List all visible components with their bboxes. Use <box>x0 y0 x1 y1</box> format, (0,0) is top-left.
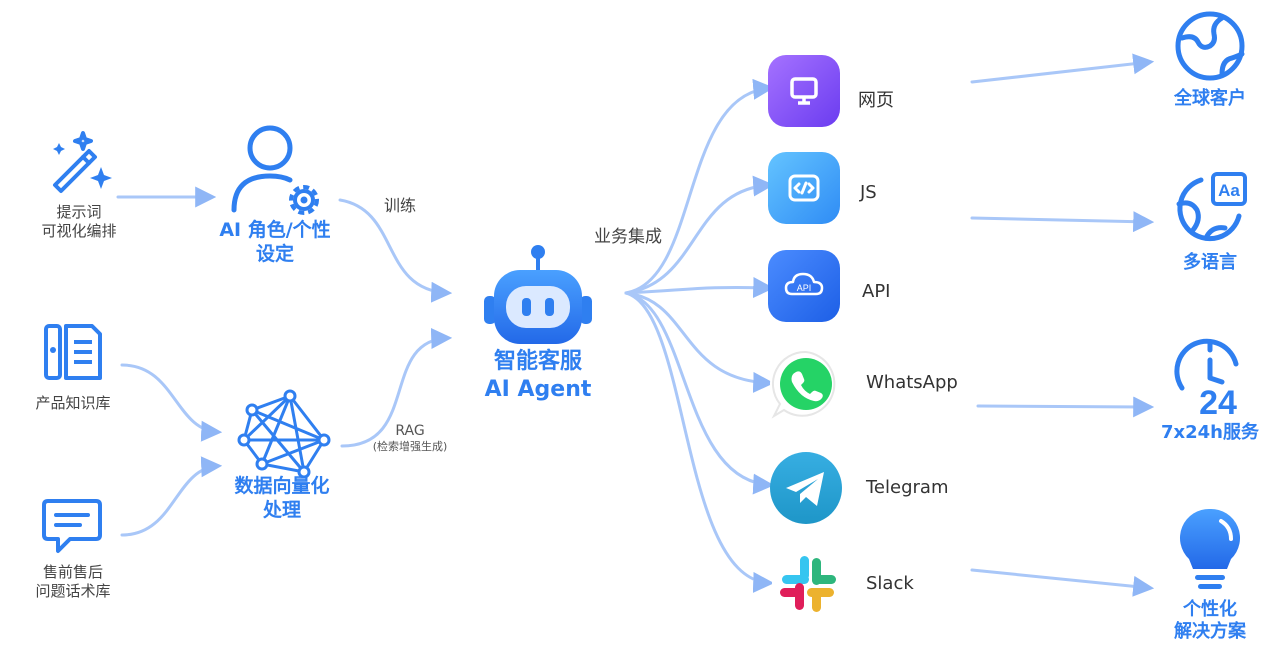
edge-qa-vector <box>120 456 223 537</box>
input-label-line: 产品知识库 <box>35 394 111 412</box>
lightbulb-icon <box>1179 508 1241 589</box>
input-label-line: 提示词 <box>56 203 102 221</box>
benefit-label-line: 全球客户 <box>1174 88 1246 109</box>
cloud-api-icon: API <box>784 272 824 296</box>
edge-slack-custom <box>970 568 1155 597</box>
benefit-global: 全球客户 <box>1150 8 1270 110</box>
svg-text:24: 24 <box>1199 384 1237 418</box>
center-agent: 智能客服 AI Agent <box>468 240 608 404</box>
process-label-line: 数据向量化 <box>234 475 330 497</box>
edge-label-integration: 业务集成 <box>594 227 662 247</box>
input-label-line: 售前售后 <box>42 563 103 581</box>
channel-telegram-icon[interactable] <box>770 452 842 524</box>
channel-label: Telegram <box>866 477 949 498</box>
benefit-label-line: 解决方案 <box>1174 621 1246 642</box>
agent-title-line: AI Agent <box>484 377 592 402</box>
edge-agent-web <box>624 78 775 295</box>
rag-label: RAG <box>395 423 425 439</box>
input-knowledge-base: 产品知识库 <box>18 320 128 413</box>
whatsapp-icon <box>771 350 836 419</box>
edge-label-rag: RAG (检索增强生成) <box>360 424 460 454</box>
agent-title-line: 智能客服 <box>493 349 582 374</box>
input-qa-library: 售前售后 问题话术库 <box>18 495 128 601</box>
clock-24-icon: 24 <box>1174 338 1239 418</box>
magic-wand-icon <box>53 131 112 193</box>
benefit-label-line: 多语言 <box>1183 252 1237 273</box>
channel-label: API <box>862 281 891 302</box>
benefit-multilingual: Aa 多语言 <box>1150 170 1270 274</box>
telegram-icon <box>786 472 824 506</box>
svg-text:Aa: Aa <box>1218 181 1240 200</box>
edge-label-train: 训练 <box>384 196 417 215</box>
edge-knowledge-vector <box>120 363 223 442</box>
input-label-line: 可视化编排 <box>41 222 117 240</box>
channel-label: WhatsApp <box>866 372 958 393</box>
robot-icon <box>484 245 592 344</box>
channel-label: Slack <box>866 573 914 594</box>
input-prompt: 提示词 可视化编排 <box>24 125 134 241</box>
input-label-line: 问题话术库 <box>35 582 111 600</box>
edge-agent-js <box>624 175 775 295</box>
rag-sub-label: (检索增强生成) <box>372 440 448 453</box>
document-library-icon <box>44 324 102 380</box>
channel-whatsapp-icon[interactable] <box>770 348 842 420</box>
edge-agent-slack <box>624 291 775 593</box>
channel-api-icon[interactable]: API <box>768 250 840 322</box>
channel-slack-icon[interactable] <box>772 548 844 620</box>
channel-label: 网页 <box>858 90 894 111</box>
process-vectorization: 数据向量化 处理 <box>212 388 352 522</box>
language-icon: Aa <box>1176 172 1247 242</box>
benefit-label-line: 个性化 <box>1183 599 1237 620</box>
benefit-label-line: 7x24h服务 <box>1161 422 1259 443</box>
code-icon <box>788 174 820 202</box>
globe-icon <box>1175 11 1245 81</box>
edge-role-agent <box>338 198 453 303</box>
edge-whatsapp-247 <box>976 396 1155 418</box>
edge-agent-api <box>624 277 775 299</box>
svg-text:API: API <box>797 283 812 293</box>
network-graph-icon <box>237 389 331 478</box>
benefit-personalized: 个性化 解决方案 <box>1150 505 1270 643</box>
edge-vector-agent <box>340 328 453 448</box>
monitor-icon <box>790 77 818 105</box>
channel-web-icon[interactable] <box>768 55 840 127</box>
process-label-line: AI 角色/个性 <box>219 219 331 241</box>
process-role-setting: AI 角色/个性 设定 <box>200 118 350 266</box>
process-label-line: 设定 <box>255 243 294 265</box>
chat-bubble-icon <box>42 499 102 553</box>
channel-label: JS <box>860 182 877 203</box>
edge-agent-telegram <box>624 291 775 495</box>
edge-js-language <box>970 211 1155 233</box>
slack-icon <box>780 556 836 612</box>
benefit-24-7: 24 7x24h服务 <box>1150 338 1270 444</box>
edge-agent-whatsapp <box>624 291 775 393</box>
process-label-line: 处理 <box>262 499 301 521</box>
channel-js-icon[interactable] <box>768 152 840 224</box>
user-gear-icon <box>231 125 319 215</box>
edge-web-global <box>970 53 1155 84</box>
